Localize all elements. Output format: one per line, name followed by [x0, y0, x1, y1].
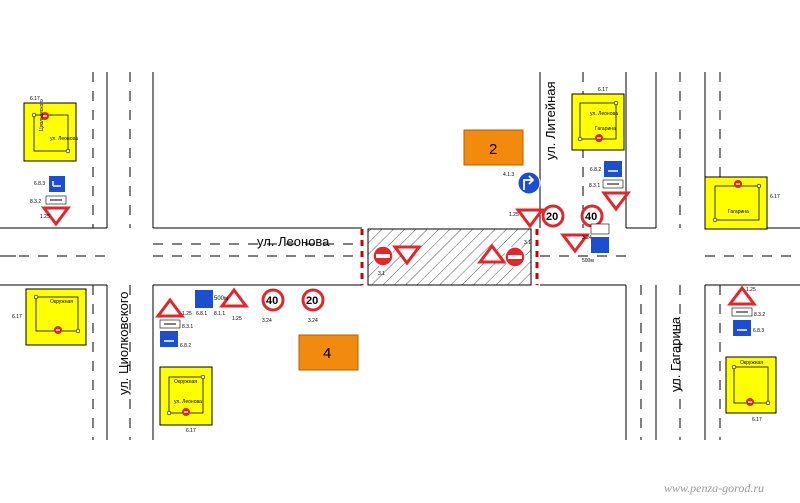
- street-leonova: ул. Леонова: [257, 234, 330, 249]
- svg-text:40: 40: [585, 211, 597, 223]
- speed-limit-20-north: 20: [541, 204, 565, 228]
- lane-sign-8-3-1-ne: 8.3.1: [589, 179, 624, 189]
- road-edges: [0, 72, 800, 440]
- svg-text:ул. Леонова: ул. Леонова: [590, 111, 618, 117]
- distance-sign-west: 500м 6.8.1 8.1.1: [195, 290, 228, 317]
- svg-text:6.17: 6.17: [770, 194, 780, 200]
- svg-text:3.24: 3.24: [582, 235, 592, 241]
- detour-sign-e: Гагарина 6.17: [704, 176, 780, 230]
- lane-sign-8-3-1-sw: 8.3.1: [159, 319, 193, 330]
- svg-text:6.17: 6.17: [30, 96, 40, 102]
- svg-text:500м: 500м: [582, 258, 594, 264]
- svg-text:1.25: 1.25: [182, 311, 192, 317]
- svg-text:1.25: 1.25: [509, 212, 519, 218]
- road-works-sign-liteynaya-west: 1.25: [509, 208, 545, 229]
- distance-sign-east: 500м: [582, 223, 610, 264]
- lane-sign-6-8-2-sw: 6.8.2: [160, 331, 191, 349]
- lane-sign-6-8-3-nw: 6.8.3: [34, 176, 65, 192]
- svg-text:6.8.2: 6.8.2: [590, 167, 601, 173]
- watermark: www.penza-gorod.ru: [664, 481, 764, 495]
- road-works-sign-sw: 1.25: [155, 297, 192, 318]
- speed-limit-40-north: 40 3.24: [580, 204, 604, 241]
- svg-text:ул. Леонова: ул. Леонова: [174, 399, 202, 405]
- svg-text:6.17: 6.17: [598, 87, 608, 93]
- closed-section: [360, 228, 539, 286]
- svg-text:8.1.1: 8.1.1: [214, 311, 225, 317]
- svg-text:Гагарина: Гагарина: [595, 126, 616, 132]
- svg-text:1.25: 1.25: [232, 316, 242, 322]
- detour-sign-nw: Циолковского ул. Леонова 6.17: [23, 96, 78, 162]
- svg-text:40: 40: [266, 295, 278, 307]
- detour-sign-s-tsiolk: Окружная ул. Леонова 6.17: [159, 366, 213, 434]
- detour-sign-se: Окружная 6.17: [725, 356, 777, 423]
- svg-text:3.1: 3.1: [378, 271, 385, 277]
- work-zone-4: 4: [298, 334, 359, 371]
- svg-text:8.3.1: 8.3.1: [182, 324, 193, 330]
- svg-text:1.25: 1.25: [746, 287, 756, 293]
- street-gagarina: ул. Гагарина: [668, 316, 683, 392]
- svg-text:2: 2: [489, 141, 497, 158]
- work-zone-2: 2: [463, 129, 524, 166]
- road-works-sign-east-approach: [560, 233, 590, 254]
- svg-text:6.8.3: 6.8.3: [34, 181, 45, 187]
- road-works-sign-closure-east: [477, 243, 507, 264]
- svg-text:8.3.2: 8.3.2: [30, 199, 41, 205]
- svg-text:4: 4: [323, 345, 331, 362]
- svg-text:4.1.3: 4.1.3: [503, 172, 514, 178]
- street-liteynaya: ул. Литейная: [543, 81, 558, 160]
- lane-sign-8-3-2-se: 8.3.2: [731, 307, 765, 318]
- turn-right-sign: 4.1.3: [503, 171, 541, 195]
- street-tsiolkovskogo: ул. Циолковского: [116, 291, 131, 395]
- svg-text:3.24: 3.24: [262, 318, 272, 324]
- road-works-sign-se: 1.25: [727, 285, 757, 306]
- svg-text:Гагарина: Гагарина: [728, 209, 749, 215]
- svg-text:Окружная: Окружная: [740, 360, 763, 366]
- no-entry-sign-west: 3.1: [372, 245, 394, 277]
- svg-text:Окружная: Окружная: [50, 299, 73, 305]
- lane-sign-6-8-2-ne: 6.8.2: [590, 161, 622, 177]
- svg-text:6.17: 6.17: [12, 314, 22, 320]
- svg-text:Циолковского: Циолковского: [39, 99, 45, 131]
- svg-text:ул. Леонова: ул. Леонова: [50, 136, 78, 142]
- road-works-sign-liteynaya-east: [601, 191, 631, 212]
- detour-sign-sw: Окружная 6.17: [12, 288, 87, 346]
- road-works-sign-nw: 1.25: [40, 206, 71, 227]
- svg-text:20: 20: [306, 295, 318, 307]
- svg-text:3.1: 3.1: [524, 240, 531, 246]
- svg-text:20: 20: [546, 211, 558, 223]
- road-works-sign-closure-west: [392, 245, 422, 266]
- svg-text:6.17: 6.17: [752, 417, 762, 423]
- svg-text:1.25: 1.25: [40, 214, 50, 220]
- svg-text:6.8.2: 6.8.2: [180, 343, 191, 349]
- lane-sign-6-8-3-se: 6.8.3: [733, 320, 764, 336]
- detour-sign-ne-liteynaya: Гагарина ул. Леонова 6.17: [571, 87, 625, 151]
- svg-text:6.8.1: 6.8.1: [196, 311, 207, 317]
- svg-text:500м: 500м: [214, 296, 228, 302]
- svg-text:3.24: 3.24: [308, 318, 318, 324]
- speed-limit-40-south: 40 3.24: [261, 288, 285, 324]
- road-works-sign-south-row: 1.25: [219, 287, 249, 322]
- svg-text:6.17: 6.17: [186, 428, 196, 434]
- svg-text:6.8.3: 6.8.3: [753, 328, 764, 334]
- lane-sign-8-3-2-nw: 8.3.2: [30, 195, 67, 205]
- no-entry-sign-east: 3.1: [504, 240, 531, 268]
- svg-text:Окружная: Окружная: [174, 379, 197, 385]
- svg-text:8.3.1: 8.3.1: [589, 183, 600, 189]
- speed-limit-20-south: 20 3.24: [301, 288, 325, 324]
- svg-text:8.3.2: 8.3.2: [754, 312, 765, 318]
